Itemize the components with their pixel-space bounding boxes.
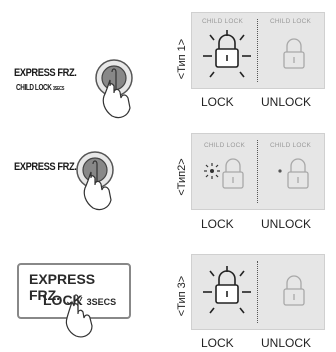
divider [257, 19, 258, 82]
express-frz-label: EXPRESS FRZ. [14, 67, 77, 79]
child-lock-indicator-left: CHILD LOCK [202, 18, 244, 25]
lock-label-2: LOCK [201, 217, 234, 231]
pointing-hand-icon [65, 294, 93, 338]
express-frz-label-2: EXPRESS FRZ. [14, 161, 77, 173]
child-lock-indicator-right-2: CHILD LOCK [270, 142, 312, 149]
round-button-icon[interactable] [92, 58, 142, 138]
type-1-panel: CHILD LOCK CHILD LOCK [191, 12, 325, 89]
lock-dim-icon [283, 38, 305, 69]
round-button-icon-2[interactable] [73, 150, 123, 230]
type-2-panel: CHILD LOCK CHILD LOCK [191, 133, 325, 210]
lock-label-1: LOCK [201, 95, 234, 109]
child-lock-label: CHILD LOCK 3SECS [16, 83, 64, 92]
divider-3 [257, 261, 258, 323]
express-frz-label-3: EXPRESS FRZ. [29, 271, 96, 303]
lock-dim-icon-2 [278, 158, 309, 189]
seconds-text-3: 3SECS [86, 297, 117, 307]
child-lock-text: CHILD LOCK [16, 83, 52, 92]
lock-glowing-icon [203, 30, 251, 78]
lock-label-3: LOCK [201, 336, 234, 350]
type-3-label: <Тип 3> [176, 275, 188, 317]
divider-2 [257, 140, 258, 203]
type-2-label: <Тип2> [176, 158, 188, 196]
unlock-label-3: UNLOCK [261, 336, 312, 350]
child-lock-indicator-left-2: CHILD LOCK [204, 142, 246, 149]
express-frz-lock-button[interactable]: EXPRESS FRZ. LOCK 3SECS [17, 263, 131, 319]
unlock-label-2: UNLOCK [261, 217, 312, 231]
child-lock-indicator-right: CHILD LOCK [270, 18, 312, 25]
unlock-label-1: UNLOCK [261, 95, 312, 109]
lock-dim-icon-3 [283, 275, 305, 306]
type-3-panel [191, 254, 325, 330]
lock-blinking-icon [204, 158, 244, 189]
lock-glowing-icon-3 [203, 266, 251, 314]
seconds-text: 3SECS [52, 86, 65, 92]
type-1-label: <Тип 1> [176, 38, 188, 80]
